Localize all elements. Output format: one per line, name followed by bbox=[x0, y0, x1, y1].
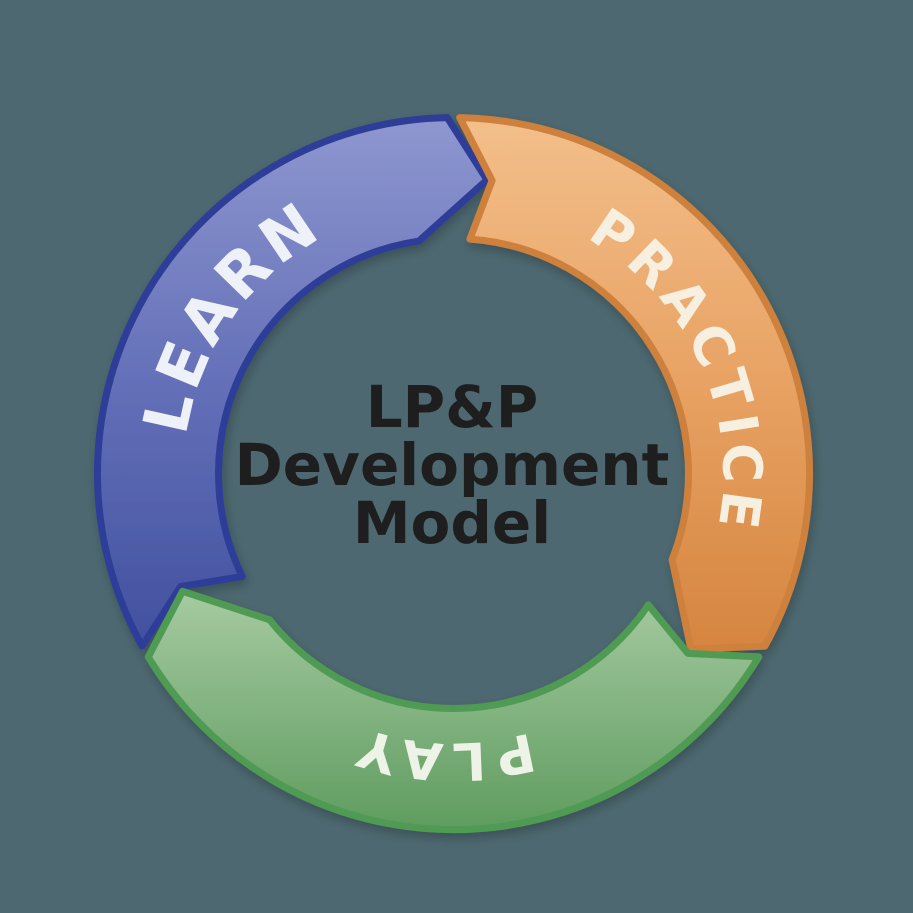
center-title-line2: Development bbox=[235, 431, 670, 499]
center-title-line3: Model bbox=[353, 489, 551, 557]
center-title-line1: LP&P bbox=[366, 373, 539, 441]
practice-segment-arrow bbox=[456, 114, 813, 653]
center-title: LP&P Development Model bbox=[235, 373, 670, 557]
learn-segment-arrow bbox=[94, 114, 491, 650]
play-segment-arrow bbox=[144, 587, 763, 834]
